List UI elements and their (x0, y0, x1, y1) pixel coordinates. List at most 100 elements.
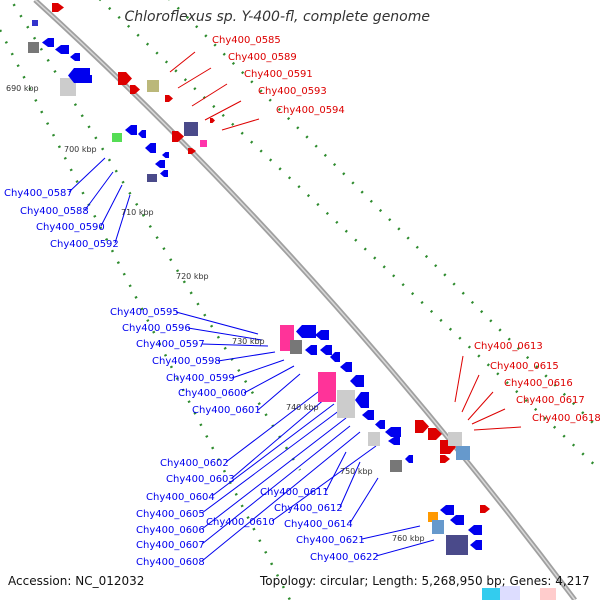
leader-line (175, 311, 259, 335)
gene-feature (446, 535, 468, 555)
gene-feature (415, 420, 429, 433)
gene-feature (375, 420, 385, 429)
gene-feature (385, 427, 401, 437)
gene-feature (350, 375, 364, 387)
gene-label-reverse: Chy400_0597 (136, 339, 205, 350)
gene-label-reverse: Chy400_0606 (136, 525, 205, 536)
kbp-label: 740 kbp (286, 403, 319, 412)
leader-line (231, 359, 285, 379)
gene-label-reverse: Chy400_0607 (136, 540, 205, 551)
gene-feature (500, 586, 520, 600)
gene-feature (440, 455, 450, 463)
gene-feature (337, 390, 355, 418)
gene-feature (540, 588, 556, 600)
leader-line (361, 525, 421, 540)
gene-feature (428, 512, 438, 522)
kbp-label: 690 kbp (6, 84, 39, 93)
gene-label-reverse: Chy400_0611 (260, 487, 329, 498)
gene-feature (42, 38, 54, 47)
gene-label-reverse: Chy400_0592 (50, 239, 119, 250)
gene-feature (320, 345, 332, 355)
leader-line (375, 539, 435, 557)
leader-line (467, 391, 494, 421)
leader-line (114, 194, 131, 244)
gene-feature (482, 588, 500, 600)
gene-label-reverse: Chy400_0604 (146, 492, 215, 503)
kbp-label: 760 kbp (392, 534, 425, 543)
gene-labels: Chy400_0585Chy400_0589Chy400_0591Chy400_… (4, 35, 600, 568)
gene-features (28, 3, 556, 600)
gene-feature (318, 372, 336, 402)
leader-line (339, 461, 361, 508)
leader-line (325, 451, 347, 492)
gene-feature (55, 45, 69, 54)
gene-label-forward: Chy400_0591 (244, 69, 313, 80)
leader-line (454, 355, 464, 403)
gene-feature (470, 540, 482, 550)
gene-feature (80, 75, 92, 83)
gene-feature (390, 460, 402, 472)
gene-label-forward: Chy400_0593 (258, 86, 327, 97)
gene-feature (172, 131, 184, 142)
leader-line (461, 374, 480, 413)
leader-line (204, 100, 242, 121)
gene-feature (32, 20, 38, 26)
gene-label-reverse: Chy400_0599 (166, 373, 235, 384)
gene-feature (112, 133, 122, 142)
leader-line (201, 343, 269, 347)
gene-feature (290, 340, 302, 354)
gene-label-forward: Chy400_0617 (516, 395, 585, 406)
gene-feature (448, 432, 462, 446)
leader-line (225, 391, 319, 463)
gene-feature (210, 118, 215, 123)
gene-label-reverse: Chy400_0602 (160, 458, 229, 469)
gene-feature (28, 42, 39, 53)
gene-label-reverse: Chy400_0598 (152, 356, 221, 367)
gene-feature (155, 160, 165, 168)
gene-feature (165, 95, 173, 102)
gene-label-reverse: Chy400_0603 (166, 474, 235, 485)
gene-feature (52, 3, 64, 12)
gene-label-forward: Chy400_0615 (490, 361, 559, 372)
genome-info-text: Topology: circular; Length: 5,268,950 bp… (260, 574, 590, 588)
gene-label-reverse: Chy400_0596 (122, 323, 191, 334)
gene-feature (480, 505, 490, 513)
gene-feature (368, 432, 380, 446)
gene-feature (456, 446, 470, 460)
gene-label-forward: Chy400_0618 (532, 413, 600, 424)
leader-line (100, 184, 123, 227)
accession-text: Accession: NC_012032 (8, 574, 145, 588)
leader-line (191, 83, 228, 107)
gene-feature (388, 437, 400, 445)
leader-line (257, 373, 301, 411)
leader-line (201, 409, 341, 514)
gene-feature (355, 392, 369, 408)
gene-label-reverse: Chy400_0610 (206, 517, 275, 528)
gene-feature (130, 85, 140, 94)
leader-line (231, 397, 327, 479)
gene-feature (440, 505, 454, 515)
gene-feature (184, 122, 198, 136)
gene-label-reverse: Chy400_0621 (296, 535, 365, 546)
gene-feature (296, 325, 316, 338)
label-leaders (68, 51, 522, 562)
gene-label-reverse: Chy400_0612 (274, 503, 343, 514)
leader-line (169, 51, 196, 73)
gene-label-forward: Chy400_0616 (504, 378, 573, 389)
leader-line (201, 425, 351, 545)
gene-feature (340, 362, 352, 372)
leader-line (201, 431, 361, 562)
gene-feature (200, 140, 207, 147)
leader-line (243, 365, 295, 394)
gene-feature (468, 525, 482, 535)
leader-line (187, 327, 263, 341)
kbp-label: 720 kbp (176, 272, 209, 281)
gene-label-reverse: Chy400_0600 (178, 388, 247, 399)
gene-feature (118, 72, 132, 85)
leader-line (217, 351, 276, 362)
gene-feature (147, 80, 159, 92)
gene-feature (70, 53, 80, 61)
gene-feature (305, 345, 317, 355)
